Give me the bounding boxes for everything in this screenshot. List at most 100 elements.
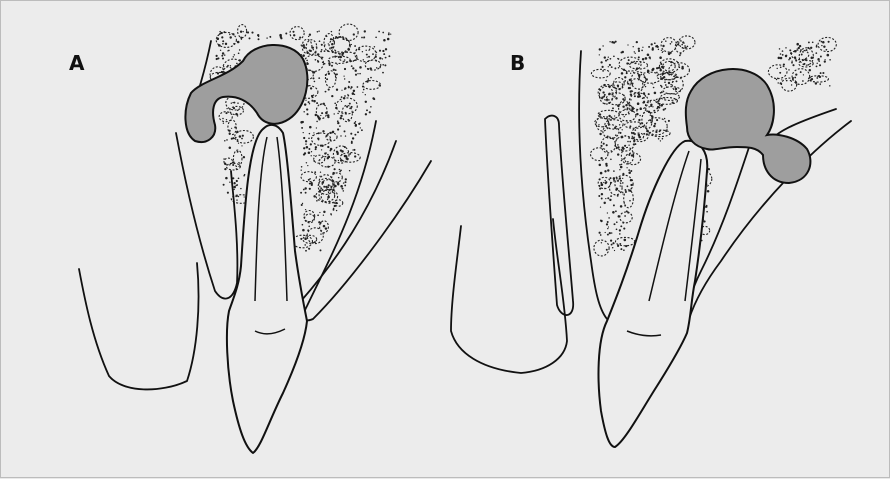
panel-a: A (69, 24, 431, 453)
panel-b-tooth (599, 141, 708, 447)
bone-speckle (620, 166, 623, 169)
bone-speckle (231, 128, 232, 129)
bone-speckle (359, 122, 361, 124)
panel-a-inner-cortex (301, 141, 396, 301)
bone-speckle (617, 153, 619, 155)
bone-speckle (338, 160, 339, 161)
bone-speckle (309, 188, 311, 190)
bone-speckle (601, 242, 602, 243)
bone-speckle (242, 135, 244, 137)
bone-speckle (615, 134, 617, 136)
bone-speckle (361, 129, 363, 131)
bone-speckle (642, 98, 644, 100)
bone-speckle (624, 239, 627, 242)
bone-speckle (658, 138, 660, 140)
bone-speckle (778, 82, 779, 83)
bone-speckle (634, 95, 636, 97)
bone-speckle (302, 44, 304, 46)
bone-trabecula (324, 34, 334, 52)
bone-speckle (309, 103, 310, 104)
bone-speckle (605, 198, 606, 199)
bone-speckle (329, 150, 331, 152)
bone-speckle (285, 32, 287, 34)
bone-speckle (606, 116, 608, 118)
bone-speckle (366, 54, 368, 56)
bone-speckle (815, 52, 817, 54)
bone-speckle (313, 49, 314, 50)
bone-speckle (345, 135, 346, 136)
bone-speckle (679, 55, 681, 57)
bone-speckle (791, 60, 792, 61)
bone-speckle (616, 138, 617, 139)
bone-speckle (327, 146, 329, 148)
bone-speckle (812, 41, 814, 43)
bone-speckle (382, 50, 384, 52)
bone-speckle (821, 45, 822, 46)
bone-trabecula (792, 69, 810, 85)
bone-speckle (376, 67, 377, 68)
bone-speckle (305, 209, 306, 210)
bone-speckle (623, 249, 625, 251)
bone-speckle (796, 43, 799, 46)
bone-speckle (336, 210, 337, 211)
bone-speckle (303, 46, 306, 49)
bone-speckle (331, 65, 333, 67)
bone-speckle (344, 155, 347, 158)
bone-speckle (818, 60, 820, 62)
bone-trabecula (316, 104, 327, 119)
bone-speckle (316, 102, 318, 104)
bone-speckle (328, 62, 330, 64)
bone-speckle (599, 113, 601, 115)
bone-speckle (374, 46, 376, 48)
bone-speckle (221, 55, 223, 57)
bone-speckle (650, 104, 652, 106)
bone-speckle (602, 66, 604, 68)
bone-speckle (375, 36, 377, 38)
bone-speckle (658, 49, 659, 50)
bone-speckle (663, 109, 665, 111)
bone-speckle (779, 72, 781, 74)
bone-speckle (251, 32, 253, 34)
bone-speckle (301, 166, 303, 168)
bone-speckle (365, 94, 366, 95)
bone-speckle (344, 130, 346, 132)
bone-speckle (675, 88, 678, 91)
bone-speckle (317, 31, 319, 33)
bone-speckle (618, 67, 620, 69)
bone-speckle (653, 87, 655, 89)
bone-speckle (227, 50, 228, 51)
bone-speckle (324, 152, 326, 154)
bone-speckle (811, 57, 814, 60)
bone-speckle (351, 65, 353, 67)
bone-speckle (223, 123, 224, 124)
bone-speckle (293, 34, 295, 36)
bone-speckle (785, 55, 787, 57)
bone-speckle (808, 41, 810, 43)
bone-speckle (668, 53, 671, 56)
bone-speckle (249, 37, 251, 39)
bone-speckle (216, 55, 218, 57)
bone-speckle (351, 86, 353, 88)
bone-speckle (600, 157, 602, 159)
bone-speckle (655, 131, 657, 133)
bone-speckle (362, 92, 363, 93)
bone-speckle (615, 210, 617, 212)
bone-speckle (654, 92, 657, 95)
bone-speckle (299, 37, 301, 39)
bone-speckle (611, 150, 612, 151)
bone-speckle (292, 31, 294, 33)
bone-speckle (600, 220, 601, 221)
bone-speckle (648, 46, 650, 48)
bone-speckle (302, 229, 305, 232)
bone-speckle (302, 54, 305, 57)
bone-speckle (223, 184, 225, 186)
bone-speckle (327, 157, 329, 159)
panel-a-soft-tissue-outline (79, 263, 199, 389)
bone-speckle (622, 98, 624, 100)
bone-speckle (627, 185, 629, 187)
bone-speckle (779, 48, 781, 50)
bone-speckle (384, 64, 386, 66)
bone-speckle (323, 225, 326, 228)
bone-speckle (229, 36, 231, 38)
bone-speckle (827, 54, 830, 57)
